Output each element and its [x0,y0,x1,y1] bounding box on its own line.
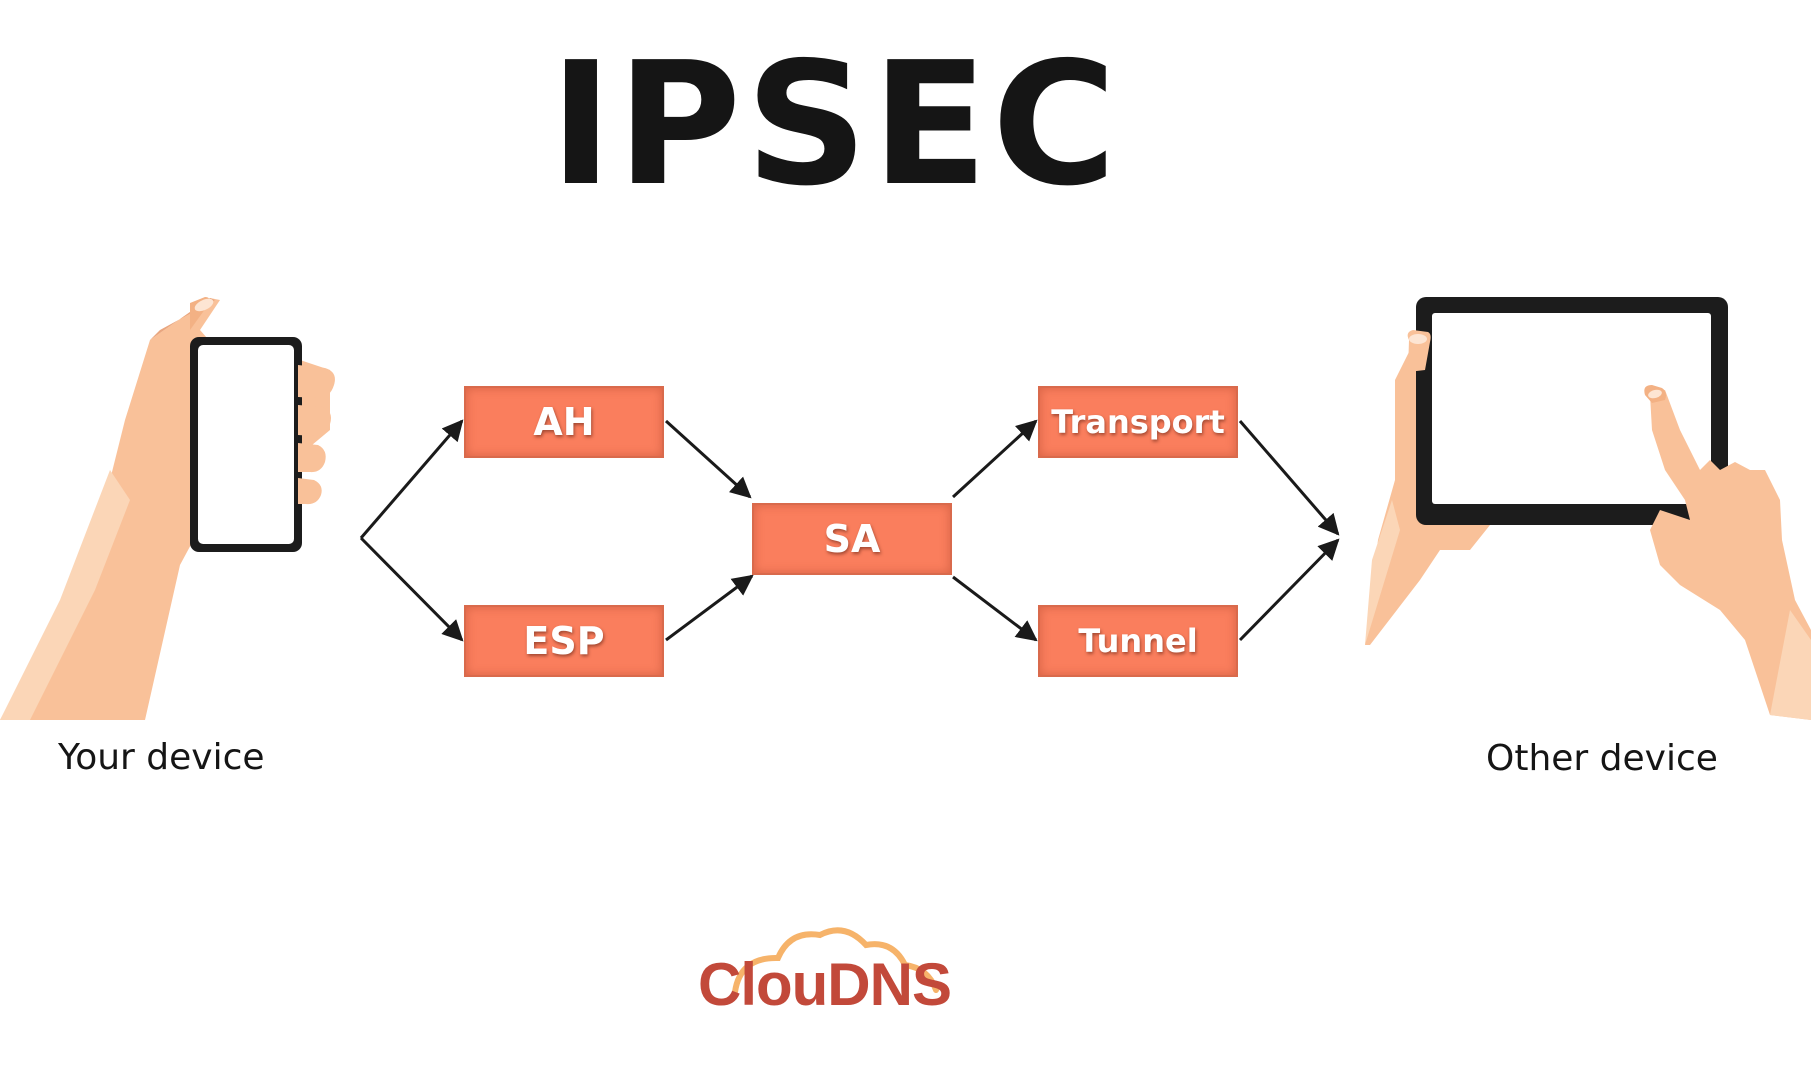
node-esp: ESP [464,605,664,677]
tablet-screen [1432,313,1711,504]
arrow-tunnel-to-tablet [1238,538,1340,642]
node-tunnel: Tunnel [1038,605,1238,677]
your-device-label: Your device [58,737,265,778]
arrow-sa-to-tunnel [952,575,1038,642]
node-sa: SA [752,503,952,575]
node-transport: Transport [1038,386,1238,458]
node-ah: AH [464,386,664,458]
phone-screen [198,345,294,544]
hands-holding-tablet-icon [1365,297,1811,720]
page-title: IPSEC [549,26,1121,224]
logo-cloud-icon [732,927,939,995]
hand-holding-phone-icon [0,297,335,720]
arrow-phone-to-ah [359,419,464,539]
arrow-phone-to-esp [359,536,464,642]
arrow-ah-to-sa [664,419,752,499]
flow-arrows [359,419,1340,642]
arrow-sa-to-transport [951,419,1038,499]
other-device-label: Other device [1486,738,1718,779]
arrow-esp-to-sa [665,574,754,642]
arrow-transport-to-tablet [1238,420,1340,536]
cloudns-logo: ClouDNS [698,951,952,1018]
